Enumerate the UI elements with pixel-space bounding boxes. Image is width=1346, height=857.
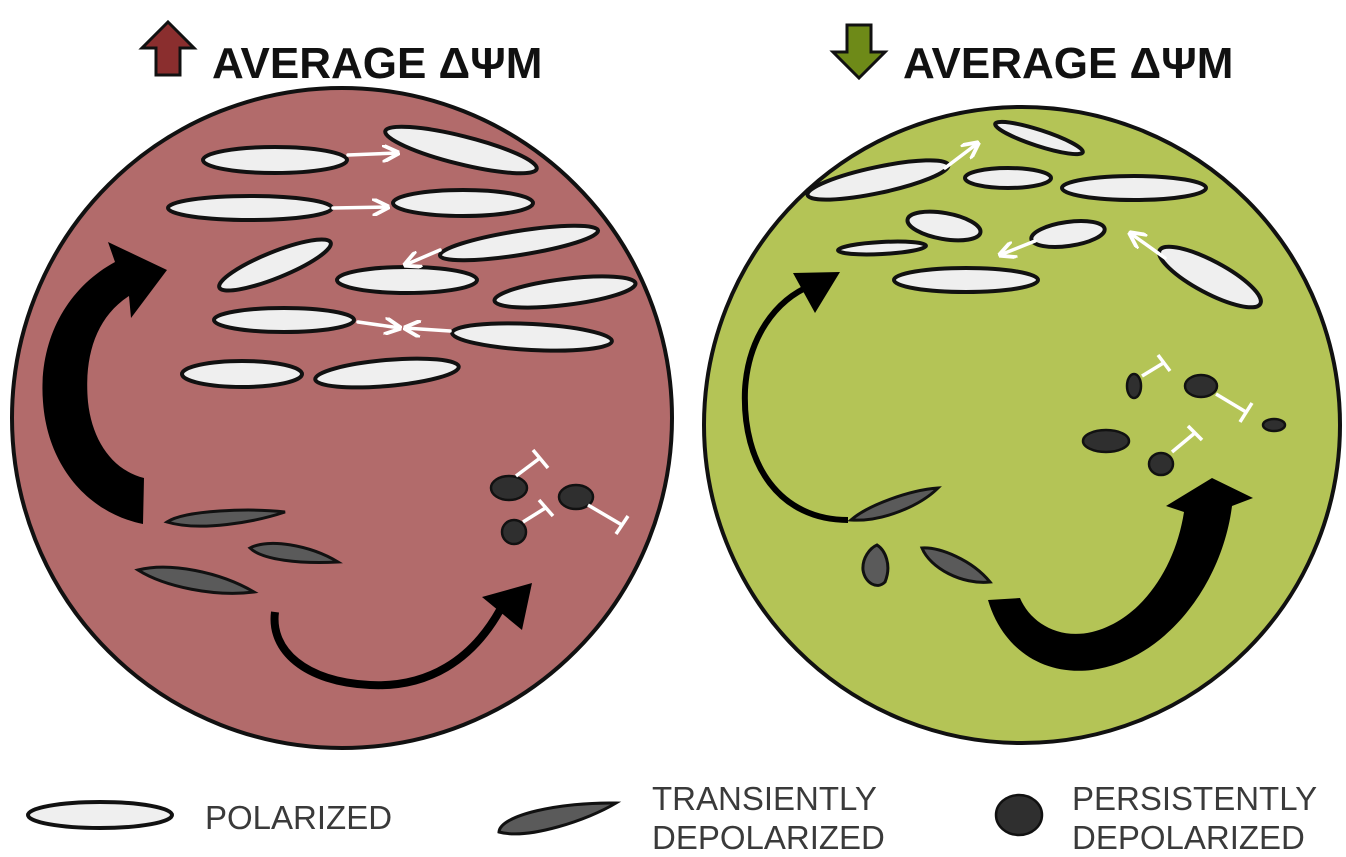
- legend-item-transient: TRANSIENTLY DEPOLARIZED: [499, 780, 885, 856]
- legend-label-transient-line2: DEPOLARIZED: [652, 819, 885, 856]
- legend-label-persistent-line2: DEPOLARIZED: [1072, 819, 1305, 856]
- panel-title-right: AVERAGE ΔΨM: [903, 39, 1233, 88]
- legend-item-persistent: PERSISTENTLY DEPOLARIZED: [996, 780, 1317, 856]
- legend-transient-swatch: [499, 803, 616, 834]
- legend-label-polarized: POLARIZED: [205, 799, 392, 836]
- panel-left: AVERAGE ΔΨM: [12, 22, 672, 748]
- legend: POLARIZED TRANSIENTLY DEPOLARIZED PERSIS…: [28, 780, 1317, 856]
- cell-left: [12, 88, 672, 748]
- panel-right: AVERAGE ΔΨM: [704, 25, 1340, 743]
- legend-label-transient-line1: TRANSIENTLY: [652, 780, 877, 817]
- legend-item-polarized: POLARIZED: [28, 799, 392, 836]
- legend-persistent-swatch: [996, 795, 1042, 835]
- legend-polarized-swatch: [28, 802, 172, 828]
- up-arrow-icon: [142, 22, 194, 75]
- panel-title-left: AVERAGE ΔΨM: [212, 39, 542, 88]
- down-arrow-icon: [833, 25, 885, 78]
- legend-label-persistent-line1: PERSISTENTLY: [1072, 780, 1317, 817]
